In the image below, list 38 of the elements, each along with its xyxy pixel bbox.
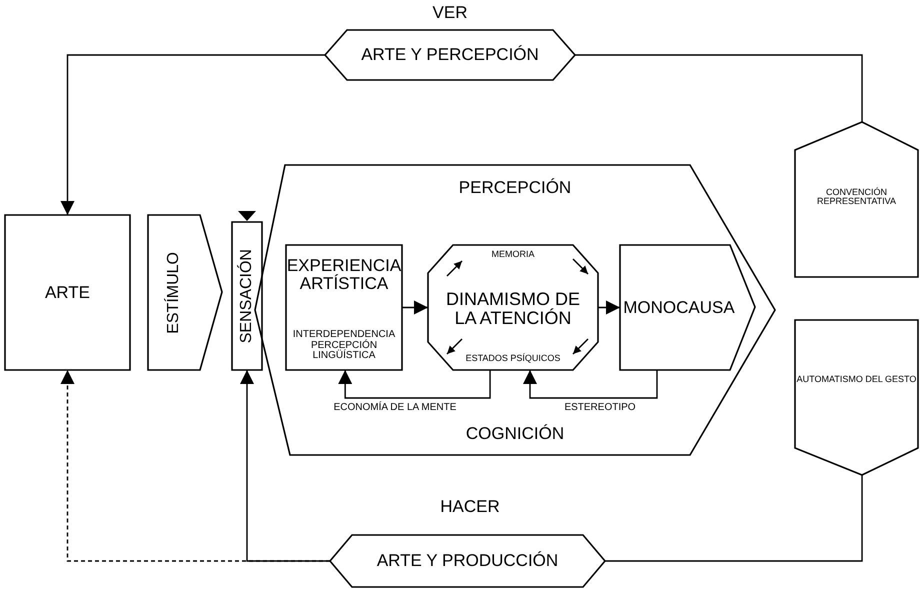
process-box (286, 245, 402, 370)
connector-line (575, 54, 863, 122)
node-label: SENSACIÓN (238, 248, 256, 344)
node-text: INTERDEPENDENCIA PERCEPCIÓN LINGÜÍSTICA (292, 330, 396, 362)
arrow (402, 300, 428, 314)
node-label: MEMORIA (491, 250, 534, 260)
edge-label: ECONOMÍA DE LA MENTE (332, 402, 458, 413)
node-caption: HACER (439, 498, 501, 517)
chevron-node (148, 215, 222, 370)
pentagon-node (795, 320, 918, 475)
pentagon-node (620, 245, 755, 370)
arrow (523, 370, 658, 399)
node-label: ARTE Y PERCEPCIÓN (361, 46, 539, 64)
process-box (232, 222, 262, 370)
hexagon-frame (255, 165, 775, 455)
octagon-node (428, 245, 598, 370)
node-text: ESTADOS PSÍQUICOS (466, 354, 560, 364)
node-label: ARTE Y PRODUCCIÓN (376, 552, 558, 570)
arrow (338, 370, 491, 399)
arrow (60, 54, 325, 215)
connector-line (605, 475, 863, 562)
node-label: PERCEPCIÓN (458, 179, 572, 197)
arrow (598, 300, 620, 314)
node-label: ESTÍMULO (166, 252, 182, 334)
node-caption: VER (432, 4, 468, 23)
node-text: DINAMISMO DE LA ATENCIÓN (446, 290, 580, 328)
node-label: MONOCAUSA (623, 298, 735, 316)
node-label: EXPERIENCIA ARTÍSTICA (286, 257, 402, 293)
pentagon-node (795, 122, 918, 277)
node-text: COGNICIÓN (466, 425, 564, 443)
arrow (60, 370, 330, 562)
hexagon-node (325, 30, 575, 80)
node-label: AUTOMATISMO DEL GESTO (796, 375, 916, 385)
edge-label: ESTEREOTIPO (563, 402, 637, 413)
node-label: CONVENCIÓN REPRESENTATIVA (816, 188, 897, 206)
hexagon-node (330, 535, 605, 587)
node-label: ARTE (44, 284, 90, 302)
process-box (5, 215, 130, 370)
